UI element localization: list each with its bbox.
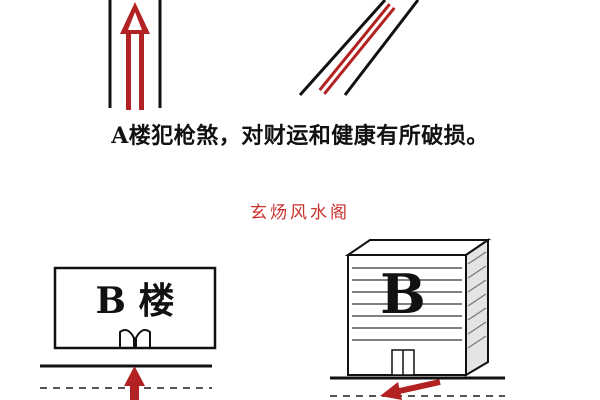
up-arrow-icon <box>120 2 150 110</box>
diagonal-arrow-icon <box>318 3 396 95</box>
road-bottom-right <box>330 376 505 397</box>
building-3d <box>344 238 492 377</box>
road-diagonal-right-edge <box>343 0 420 96</box>
building-b-outline <box>53 266 217 350</box>
building-side-lines <box>467 251 487 349</box>
left-arrow-icon <box>380 379 441 400</box>
watermark-text: 玄炀风水阁 <box>250 203 350 223</box>
caption-text: A楼犯枪煞，对财运和健康有所破损。 <box>111 123 489 149</box>
building-door-icon <box>391 349 415 376</box>
building-b-label: B 楼 <box>95 280 175 322</box>
building-top <box>344 239 492 256</box>
road-diagonal-left-edge <box>298 0 387 97</box>
building-side <box>465 238 489 377</box>
building-3d-label: B <box>380 262 426 326</box>
road-bottom-left <box>40 364 212 389</box>
building-front-lines <box>352 267 462 341</box>
road-vertical <box>108 0 162 108</box>
door-icon <box>119 329 151 348</box>
road-diagonal <box>298 0 420 97</box>
building-b-box <box>53 266 217 350</box>
up-arrow-bottom-icon <box>124 366 145 400</box>
